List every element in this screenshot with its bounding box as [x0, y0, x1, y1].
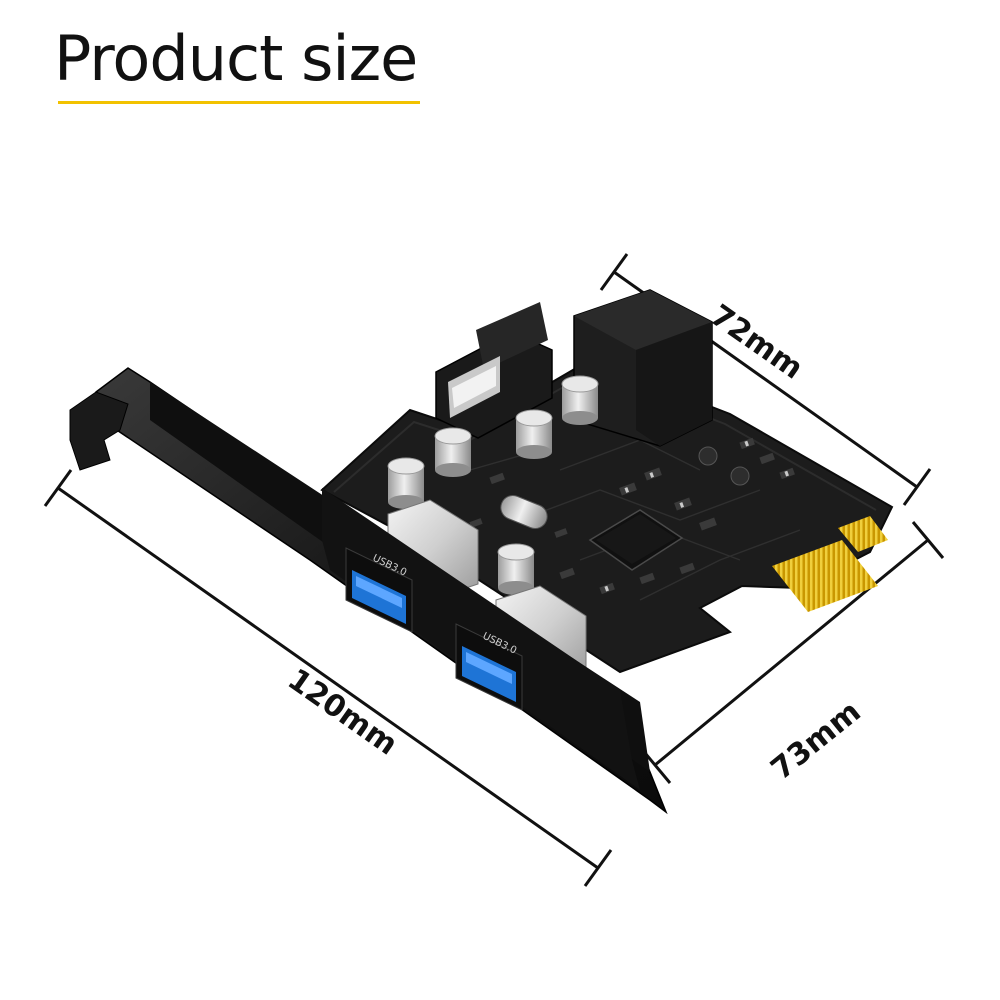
capacitors — [387, 375, 599, 595]
page-title: Product size — [54, 22, 418, 95]
usb-port-2: USB3.0 — [455, 623, 523, 711]
dimension-lines — [43, 253, 945, 887]
usb-internal-header — [573, 289, 713, 447]
height-dimension-label: 73mm — [764, 694, 867, 787]
title-underline — [58, 101, 420, 104]
length-dimension-label: 120mm — [281, 662, 404, 762]
pcie-gold-fingers — [772, 516, 888, 612]
crystal-oscillator — [500, 495, 548, 529]
controller-chip — [588, 509, 684, 571]
